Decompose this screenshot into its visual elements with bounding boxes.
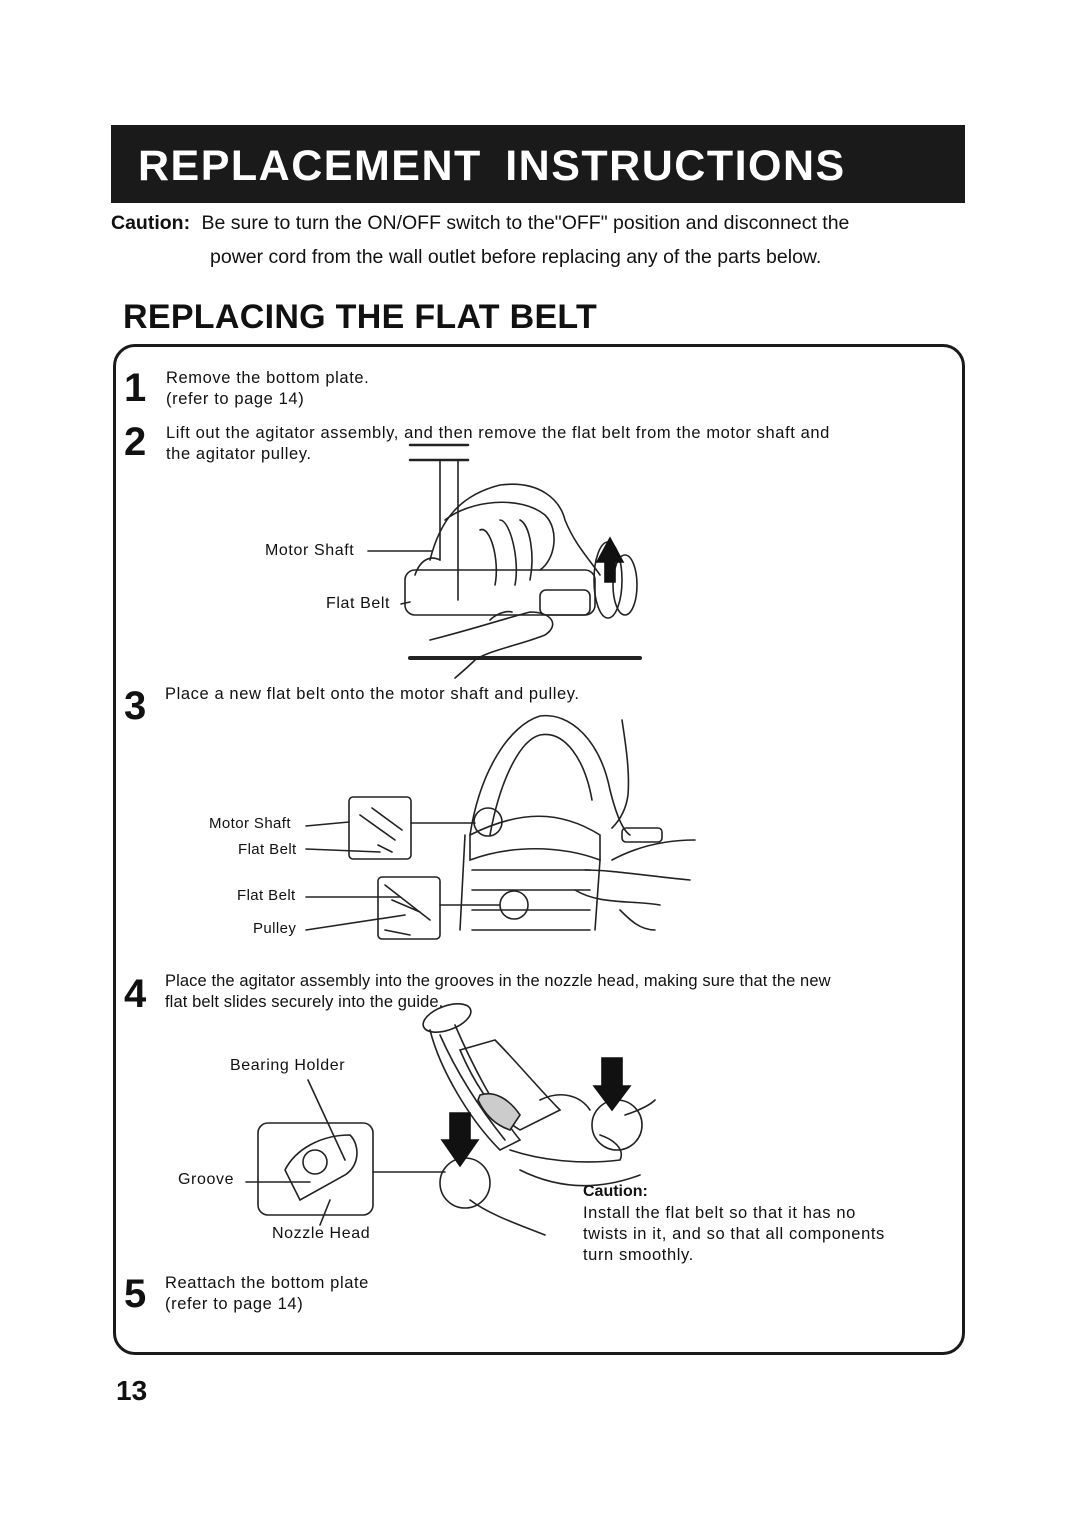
note-line-3: turn smoothly.	[583, 1246, 694, 1264]
fig3-pulley-label: Pulley	[253, 920, 297, 937]
note-line-2: twists in it, and so that all components	[583, 1225, 885, 1243]
step-2-line-2: the agitator pulley.	[166, 445, 312, 463]
title-banner	[111, 125, 965, 203]
step-2-line-1: Lift out the agitator assembly, and then…	[166, 424, 830, 442]
fig2-flat-belt-label: Flat Belt	[326, 595, 391, 612]
fig2-motor-shaft-label: Motor Shaft	[265, 542, 355, 559]
step-5-number: 5	[124, 1272, 147, 1316]
fig4-nozzle-head-label: Nozzle Head	[272, 1225, 371, 1242]
step-1-line-2: (refer to page 14)	[166, 390, 305, 408]
step-4-line-2: flat belt slides securely into the guide…	[165, 993, 444, 1011]
caution-line-1: Be sure to turn the ON/OFF switch to the…	[201, 212, 850, 234]
step-5-line-1: Reattach the bottom plate	[165, 1274, 369, 1292]
step-4-line-1: Place the agitator assembly into the gro…	[165, 972, 831, 990]
fig4-bearing-holder-label: Bearing Holder	[230, 1057, 346, 1074]
step-4-text: Place the agitator assembly into the gro…	[165, 971, 831, 1013]
step-3-line-1: Place a new flat belt onto the motor sha…	[165, 685, 580, 703]
step-2-number: 2	[124, 420, 147, 464]
note-caution-text: Install the flat belt so that it has no …	[583, 1203, 885, 1266]
note-line-1: Install the flat belt so that it has no	[583, 1204, 856, 1222]
step-2-text: Lift out the agitator assembly, and then…	[166, 423, 830, 465]
step-1-number: 1	[124, 366, 147, 410]
step-5-text: Reattach the bottom plate (refer to page…	[165, 1273, 369, 1315]
fig3-motor-shaft-label: Motor Shaft	[209, 815, 291, 832]
step-1-line-1: Remove the bottom plate.	[166, 369, 370, 387]
fig3-body-illustration	[305, 714, 696, 940]
step-5-line-2: (refer to page 14)	[165, 1295, 304, 1313]
fig3-flat-belt-label-top: Flat Belt	[238, 841, 297, 858]
instructions-box	[113, 344, 965, 1355]
page-number: 13	[116, 1375, 148, 1406]
step-1-text: Remove the bottom plate. (refer to page …	[166, 368, 369, 410]
page-title: REPLACEMENT INSTRUCTIONS	[138, 142, 846, 190]
fig4-groove-label: Groove	[178, 1171, 235, 1188]
fig3-flat-belt-label-bottom: Flat Belt	[237, 887, 296, 904]
note-caution-label: Caution:	[583, 1183, 648, 1200]
caution-label: Caution:	[111, 212, 191, 234]
step-4-number: 4	[124, 972, 147, 1016]
caution-text: Caution: Be sure to turn the ON/OFF swit…	[111, 212, 849, 235]
section-title: REPLACING THE FLAT BELT	[123, 298, 598, 336]
fig4-nozzle-illustration	[245, 1003, 656, 1236]
step-3-number: 3	[124, 684, 147, 728]
caution-line-2: power cord from the wall outlet before r…	[210, 246, 822, 268]
